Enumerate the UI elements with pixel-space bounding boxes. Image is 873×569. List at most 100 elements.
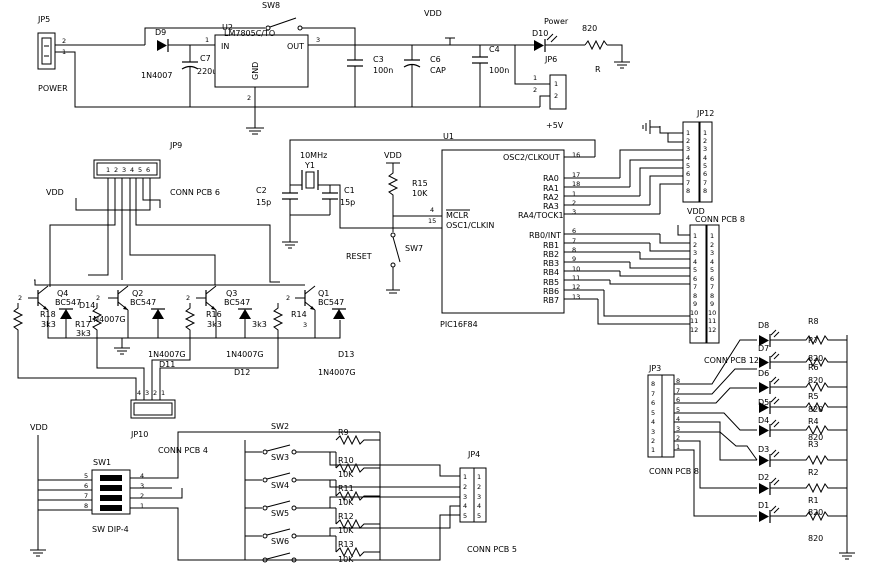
svg-text:3k3: 3k3 [252, 320, 267, 329]
svg-text:3: 3 [710, 249, 714, 257]
svg-text:SW4: SW4 [271, 481, 289, 490]
diode-q2 [151, 308, 165, 319]
svg-text:LM7805C/TO: LM7805C/TO [224, 29, 275, 38]
ground-symbol [839, 552, 855, 560]
c2-capacitor: C2 15p [256, 185, 298, 242]
svg-text:5: 5 [463, 512, 467, 520]
jp12-connector [682, 121, 713, 203]
svg-text:100n: 100n [373, 66, 393, 75]
jp3-connector: 8 7 6 5 4 3 2 1 8 7 6 5 4 3 2 1 CONN PCB… [647, 374, 699, 476]
svg-text:7: 7 [676, 387, 680, 395]
jp10-connector: 4 3 2 1 JP10 CONN PCB 4 [130, 389, 208, 455]
svg-text:Q1: Q1 [318, 289, 329, 298]
svg-text:U1: U1 [443, 132, 454, 141]
svg-text:1: 1 [205, 36, 209, 44]
svg-text:C3: C3 [373, 55, 384, 64]
c7-capacitor: C7 220u [181, 45, 217, 107]
svg-text:10MHz: 10MHz [300, 151, 327, 160]
led-d7: D7 [758, 344, 780, 369]
led-d5: D5 [758, 396, 780, 414]
svg-text:C4: C4 [489, 45, 500, 54]
d9-diode: D9 1N4007 [141, 28, 172, 80]
svg-text:1N4007G: 1N4007G [226, 350, 264, 359]
svg-text:BC547: BC547 [130, 298, 156, 307]
svg-text:3: 3 [572, 208, 576, 216]
svg-text:10K: 10K [338, 555, 354, 564]
svg-text:BC547: BC547 [318, 298, 344, 307]
svg-text:R6: R6 [808, 363, 819, 372]
svg-text:R8: R8 [808, 317, 819, 326]
svg-text:D6: D6 [758, 369, 769, 378]
ground-symbol [614, 61, 630, 69]
svg-text:PIC16F84: PIC16F84 [440, 320, 478, 329]
svg-text:OUT: OUT [287, 42, 304, 51]
svg-text:820: 820 [808, 433, 823, 442]
led-d4: D4 [758, 416, 780, 437]
svg-text:RB6: RB6 [543, 287, 559, 296]
svg-text:1: 1 [710, 232, 714, 240]
ground-symbol [114, 347, 130, 355]
svg-text:2: 2 [477, 483, 481, 491]
svg-text:2: 2 [96, 294, 100, 302]
r9-resistor: R9 [335, 428, 380, 446]
svg-text:10K: 10K [338, 526, 354, 535]
svg-text:4: 4 [686, 154, 690, 162]
svg-text:4: 4 [477, 502, 481, 510]
svg-text:820: 820 [582, 24, 597, 33]
svg-text:4: 4 [137, 389, 141, 397]
svg-text:SW5: SW5 [271, 509, 289, 518]
svg-text:1: 1 [554, 80, 558, 88]
power-connector-label: POWER [38, 84, 68, 93]
svg-text:R1: R1 [808, 496, 819, 505]
svg-text:MCLR: MCLR [446, 211, 469, 220]
svg-text:3: 3 [686, 145, 690, 153]
led-d1: D1 [758, 501, 780, 523]
svg-text:2: 2 [114, 166, 118, 174]
svg-text:4: 4 [430, 206, 434, 214]
jp12-label: JP12 [696, 109, 714, 118]
svg-text:3: 3 [140, 482, 144, 490]
sw4-switch: SW4 [245, 472, 336, 490]
svg-text:7: 7 [572, 237, 576, 245]
svg-text:1: 1 [161, 389, 165, 397]
svg-text:15p: 15p [256, 198, 271, 207]
svg-text:SW6: SW6 [271, 537, 289, 546]
svg-text:2: 2 [140, 492, 144, 500]
svg-text:CONN PCB 8: CONN PCB 8 [649, 467, 699, 476]
svg-text:Q2: Q2 [132, 289, 143, 298]
sw7-reset-switch: SW7 RESET [346, 216, 423, 294]
vdd-label: VDD [424, 9, 442, 18]
svg-text:2: 2 [463, 483, 467, 491]
sw8-power-switch: SW8 [144, 1, 356, 45]
svg-text:U2: U2 [222, 23, 233, 32]
sw6-switch: SW6 [245, 528, 336, 546]
svg-text:1: 1 [477, 473, 481, 481]
svg-text:C1: C1 [344, 186, 355, 195]
svg-text:1: 1 [572, 190, 576, 198]
r12-resistor: R12 10K [335, 512, 380, 535]
svg-text:CONN PCB 5: CONN PCB 5 [467, 545, 517, 554]
svg-text:Power: Power [544, 17, 569, 26]
svg-text:OSC1/CLKIN: OSC1/CLKIN [446, 221, 494, 230]
svg-text:16: 16 [572, 151, 580, 159]
svg-text:CONN PCB 4: CONN PCB 4 [158, 446, 208, 455]
svg-text:8: 8 [676, 377, 680, 385]
svg-text:6: 6 [710, 275, 714, 283]
svg-text:2: 2 [18, 294, 22, 302]
svg-text:9: 9 [710, 300, 714, 308]
svg-text:10: 10 [708, 309, 716, 317]
sw8-label: SW8 [262, 1, 280, 10]
svg-text:7: 7 [693, 283, 697, 291]
d13-label: D13 [338, 350, 354, 359]
conn-pcb6-label: CONN PCB 6 [170, 188, 220, 197]
svg-text:D10: D10 [532, 29, 548, 38]
svg-text:RESET: RESET [346, 252, 372, 261]
q1-transistor: 2 Q1 BC547 [286, 285, 344, 311]
svg-text:6: 6 [84, 482, 88, 490]
svg-text:D2: D2 [758, 473, 769, 482]
svg-text:4: 4 [693, 258, 697, 266]
led-d3: D3 [758, 445, 780, 467]
svg-text:5: 5 [703, 162, 707, 170]
svg-text:5: 5 [477, 512, 481, 520]
q4-transistor: 2 Q4 BC547 [18, 285, 81, 311]
